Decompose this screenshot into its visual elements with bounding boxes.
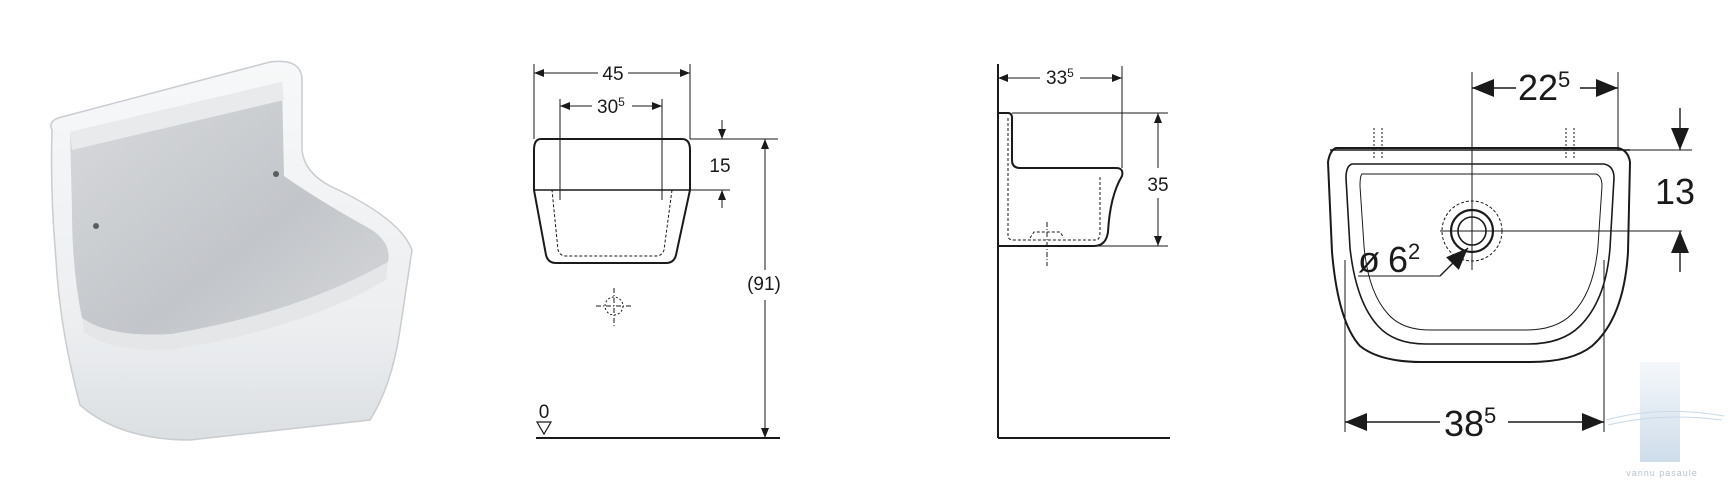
dim-front-width-outer: 45 (602, 64, 623, 85)
dim-front-width-inner: 305 (597, 95, 625, 118)
top-outer-outline (1326, 147, 1632, 363)
front-inner-dashed (551, 189, 673, 257)
floor-level-label: 0 (539, 402, 550, 423)
top-view (1326, 72, 1692, 432)
side-view (997, 64, 1170, 439)
front-drain-crosshair (596, 288, 632, 326)
top-inner-outline (1345, 163, 1615, 345)
side-body-outline (998, 112, 1124, 247)
dim-side-height: 35 (1147, 175, 1168, 196)
side-view-labels: 335 35 (1046, 66, 1169, 196)
dim-top-drain-offset: 225 (1518, 67, 1570, 108)
top-mounting-marks (1373, 128, 1575, 160)
front-view (533, 64, 780, 439)
dim-front-rim-depth: 15 (709, 156, 730, 177)
watermark-logo: vannu pasaule (1605, 362, 1725, 478)
front-view-labels: 45 305 15 (91) 0 (539, 64, 781, 423)
floor-level-marker (535, 421, 553, 436)
watermark-text: vannu pasaule (1626, 468, 1698, 478)
dim-top-rim-to-drain: 13 (1655, 171, 1695, 212)
sink-product-image (50, 60, 413, 441)
dim-side-depth: 335 (1046, 66, 1074, 89)
dim-top-width: 385 (1444, 403, 1496, 444)
mounting-hole-right (273, 171, 279, 177)
side-inner-dashed (1007, 118, 1101, 241)
top-drain (1440, 72, 1682, 270)
dim-front-height-total: (91) (747, 274, 781, 295)
mounting-hole-left (93, 223, 99, 229)
front-body-outline (533, 138, 691, 264)
